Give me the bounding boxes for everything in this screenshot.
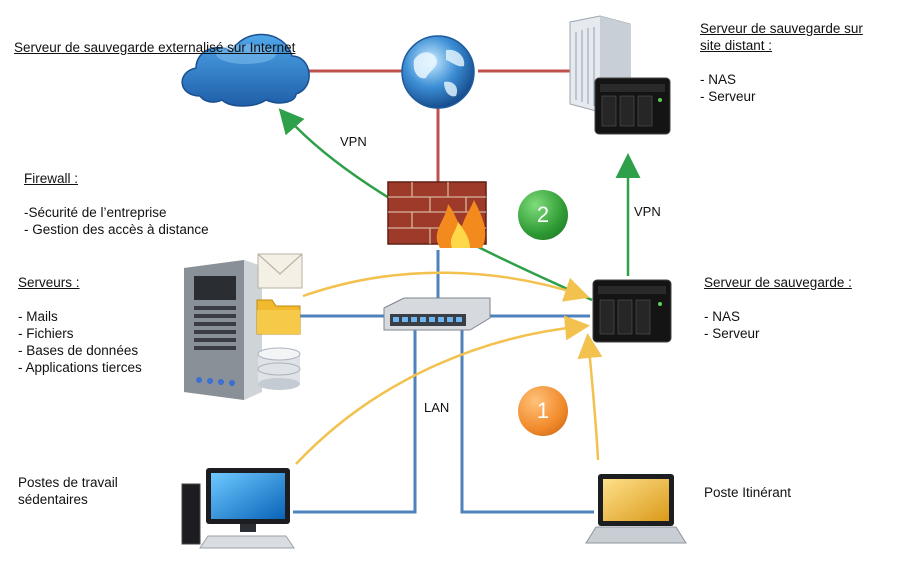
firewall-item-security: -Sécurité de l’entreprise: [24, 205, 167, 220]
globe-icon: [401, 35, 475, 109]
servers-item-files: - Fichiers: [18, 326, 74, 341]
servers-item-databases: - Bases de données: [18, 343, 139, 358]
vpn-label-right: VPN: [634, 204, 661, 219]
step-1-badge: 1: [518, 386, 568, 436]
cloud-backup-label: Serveur de sauvegarde externalisé sur In…: [14, 39, 295, 56]
tower-server-icon: [184, 260, 262, 400]
cloud-backup-title: Serveur de sauvegarde externalisé sur In…: [14, 40, 296, 55]
firewall-title: Firewall :: [24, 171, 79, 186]
remote-item-server: - Serveur: [700, 89, 756, 104]
cloud-icon: [181, 33, 310, 107]
laptop-icon: [585, 474, 687, 544]
servers-label: Serveurs : - Mails - Fichiers - Bases de…: [18, 274, 142, 376]
remote-nas-icon: [594, 77, 671, 135]
remote-backup-title: Serveur de sauvegarde sur site distant :: [700, 21, 863, 53]
firewall-label: Firewall : -Sécurité de l’entreprise - G…: [24, 170, 209, 238]
folder-icon: [256, 299, 301, 335]
lan-links: [293, 250, 594, 514]
local-item-server: - Serveur: [704, 326, 760, 341]
vpn-label-left: VPN: [340, 134, 367, 149]
database-icon: [257, 347, 301, 390]
switch-icon: [383, 297, 491, 331]
firewall-icon: [387, 181, 487, 248]
servers-item-apps: - Applications tierces: [18, 360, 142, 375]
workstations-title: Postes de travail sédentaires: [18, 475, 118, 507]
laptop-label: Poste Itinérant: [704, 484, 791, 501]
local-backup-title: Serveur de sauvegarde :: [704, 275, 852, 290]
step-2-badge: 2: [518, 190, 568, 240]
firewall-item-remote-access: - Gestion des accès à distance: [24, 222, 209, 237]
servers-title: Serveurs :: [18, 275, 80, 290]
backup-arrows: [295, 271, 603, 465]
laptop-title: Poste Itinérant: [704, 485, 792, 500]
local-backup-label: Serveur de sauvegarde : - NAS - Serveur: [704, 274, 852, 342]
mail-icon: [257, 253, 303, 289]
lan-label: LAN: [424, 400, 450, 415]
servers-item-mails: - Mails: [18, 309, 58, 324]
desktop-pc-icon: [181, 468, 295, 549]
workstations-label: Postes de travail sédentaires: [18, 474, 158, 508]
internet-links: [300, 69, 585, 182]
local-nas-icon: [592, 279, 672, 343]
remote-backup-label: Serveur de sauvegarde sur site distant :…: [700, 20, 870, 105]
remote-item-nas: - NAS: [700, 72, 737, 87]
local-item-nas: - NAS: [704, 309, 741, 324]
